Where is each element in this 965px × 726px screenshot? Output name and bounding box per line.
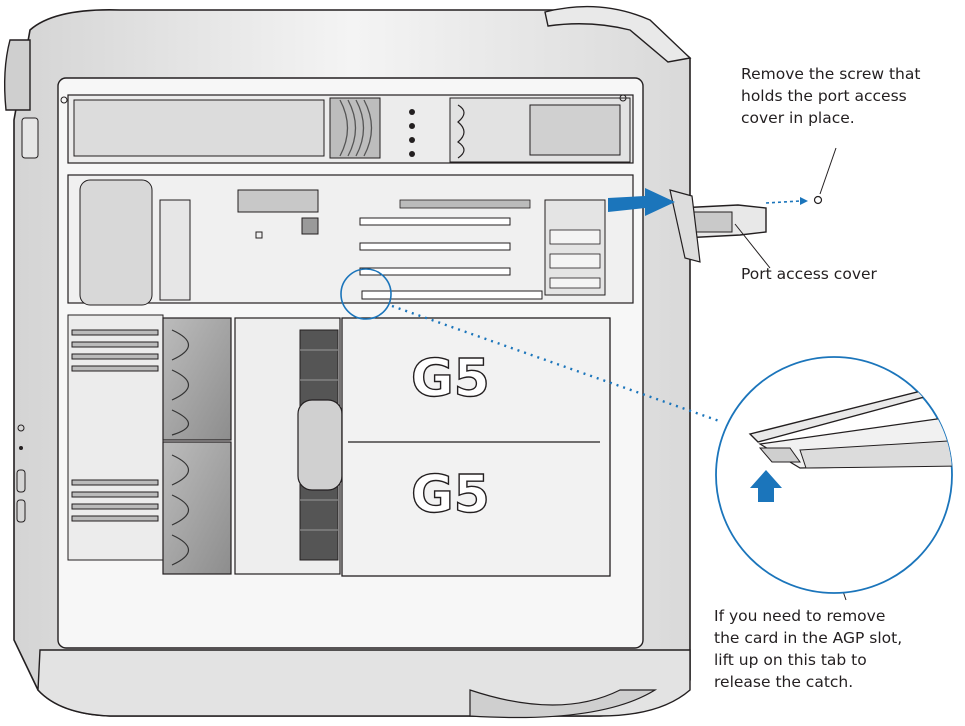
screw-direction-arrow [800,197,808,205]
agp-tab-callout-line-4: release the catch. [714,673,854,691]
agp-slot [361,290,543,300]
agp-tab-callout-line-1: If you need to remove [714,607,886,625]
processor-label-top: G5 [411,349,490,409]
processor-label-bottom: G5 [411,465,490,525]
screw-path-line [765,200,801,204]
agp-tab-callout-line-3: lift up on this tab to [714,651,867,669]
lift-tab-arrow [750,470,782,502]
pci-slot-2 [359,242,511,251]
agp-tab-callout: If you need to remove the card in the AG… [714,605,902,693]
screw-callout-leader [819,147,837,195]
agp-tab-callout-line-2: the card in the AGP slot, [714,629,903,647]
case-bracket [669,189,701,263]
screw-callout-line-1: Remove the screw that [741,65,921,83]
agp-slot-highlight-circle [340,268,392,320]
fan-top [162,317,232,441]
port-access-cover-label: Port access cover [741,265,877,283]
port-access-cover-callout: Port access cover [741,263,877,285]
screw [813,195,823,205]
fan-bottom [162,441,232,575]
drive-bay [60,94,634,164]
screw-callout-line-3: cover in place. [741,109,855,127]
pci-slot-1 [359,217,511,226]
logic-board [67,174,634,306]
removal-direction-arrow [608,188,675,216]
heatsink [234,317,343,575]
screw-callout: Remove the screw that holds the port acc… [741,63,920,129]
cover-callout-leader [734,223,771,269]
pci-slot-3 [359,267,511,276]
magnified-inset [715,356,953,594]
memory-slots [67,314,164,561]
processor-cover [341,317,611,577]
screw-callout-line-2: holds the port access [741,87,907,105]
